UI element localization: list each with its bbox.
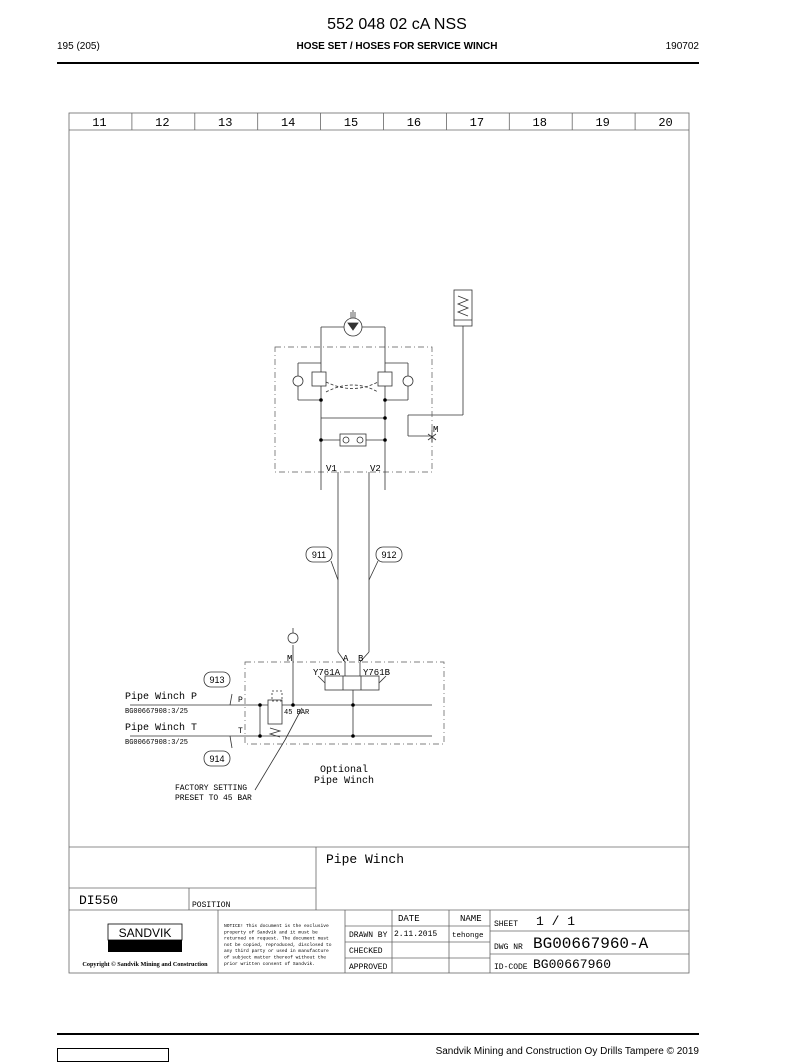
title-block (69, 846, 689, 973)
pipe-winch-p-ref: BG00667908:3/25 (125, 708, 188, 716)
footer-copyright: Sandvik Mining and Construction Oy Drill… (435, 1046, 699, 1057)
factory-note-line-1: FACTORY SETTING (175, 784, 247, 793)
id-code: BG00667960 (533, 957, 611, 972)
column-label-12: 12 (155, 116, 169, 130)
dwg-nr-label: DWG NR (494, 943, 523, 952)
column-label-13: 13 (218, 116, 232, 130)
column-label-17: 17 (470, 116, 484, 130)
port-v2-label: V2 (370, 464, 381, 474)
sheet-value: 1 / 1 (536, 914, 575, 929)
document-title: 552 048 02 cA NSS (327, 16, 467, 33)
column-label-18: 18 (533, 116, 547, 130)
optional-label-line-2: Pipe Winch (314, 775, 374, 787)
checked-label: CHECKED (349, 947, 383, 956)
notice-line: returned on request. The document must (224, 936, 329, 942)
accumulator-symbol (408, 289, 473, 416)
sandvik-logo: SANDVIK (119, 926, 172, 940)
drawn-name: tehonge (452, 932, 484, 940)
solenoid-a-label: Y761A (313, 668, 341, 678)
id-code-label: ID-CODE (494, 963, 528, 972)
drawing-title: Pipe Winch (326, 852, 404, 867)
sheet-label: SHEET (494, 920, 518, 929)
notice-line: NOTICE! This document is the exclusive (224, 923, 329, 929)
hydraulic-motor-symbol (321, 310, 385, 337)
pipe-winch-p-label: Pipe Winch P (125, 691, 197, 703)
date-code: 190702 (665, 41, 699, 52)
column-label-20: 20 (658, 116, 672, 130)
port-m-valve-label: M (287, 654, 292, 664)
column-label-11: 11 (92, 116, 106, 130)
drawn-by-label: DRAWN BY (349, 931, 388, 940)
footer-logo (57, 1048, 169, 1062)
port-p-label: P (238, 696, 243, 705)
pipe-winch-t-label: Pipe Winch T (125, 722, 197, 734)
brake-valve-block (274, 346, 433, 473)
notice-line: prior written consent of Sandvik. (224, 961, 315, 967)
drawing-frame (68, 112, 690, 974)
header-rule (57, 62, 699, 64)
dwg-nr: BG00667960-A (533, 935, 649, 953)
footer-rule (57, 1033, 699, 1035)
factory-note-line-2: PRESET TO 45 BAR (175, 794, 252, 803)
pipe-winch-t-ref: BG00667908:3/25 (125, 739, 188, 747)
notice-line: not be copied, reproduced, disclosed to (224, 942, 332, 948)
column-label-19: 19 (595, 116, 609, 130)
notice-line: of subject matter thereof without the (224, 955, 326, 961)
port-b-label: B (358, 654, 364, 664)
solenoid-b-label: Y761B (363, 668, 391, 678)
drawn-date: 2.11.2015 (394, 930, 437, 939)
section-title: HOSE SET / HOSES FOR SERVICE WINCH (296, 41, 498, 52)
model-code: DI550 (79, 893, 118, 908)
column-label-16: 16 (407, 116, 421, 130)
port-m-label: M (433, 425, 438, 435)
winch-valve-block (244, 661, 445, 745)
column-label-15: 15 (344, 116, 358, 130)
notice-line: property of Sandvik and it must be (224, 929, 318, 935)
pressure-setting-label: 45 BAR (284, 709, 310, 717)
copyright-label: Copyright © Sandvik Mining and Construct… (82, 961, 208, 968)
hose-tag-914: 914 (209, 754, 224, 764)
notice-line: any third party or used in manufacture (224, 948, 329, 954)
hose-tag-912: 912 (381, 550, 396, 560)
optional-label-line-1: Optional (320, 764, 368, 776)
hose-tag-911: 911 (312, 550, 326, 560)
port-v1-label: V1 (326, 464, 337, 474)
position-label: POSITION (192, 901, 231, 910)
name-col-header: NAME (460, 914, 482, 924)
approved-label: APPROVED (349, 963, 388, 972)
column-label-14: 14 (281, 116, 295, 130)
hose-tag-913: 913 (209, 675, 224, 685)
port-t-label: T (238, 727, 243, 736)
page-number: 195 (205) (57, 41, 100, 52)
date-col-header: DATE (398, 914, 420, 924)
port-a-label: A (343, 654, 349, 664)
